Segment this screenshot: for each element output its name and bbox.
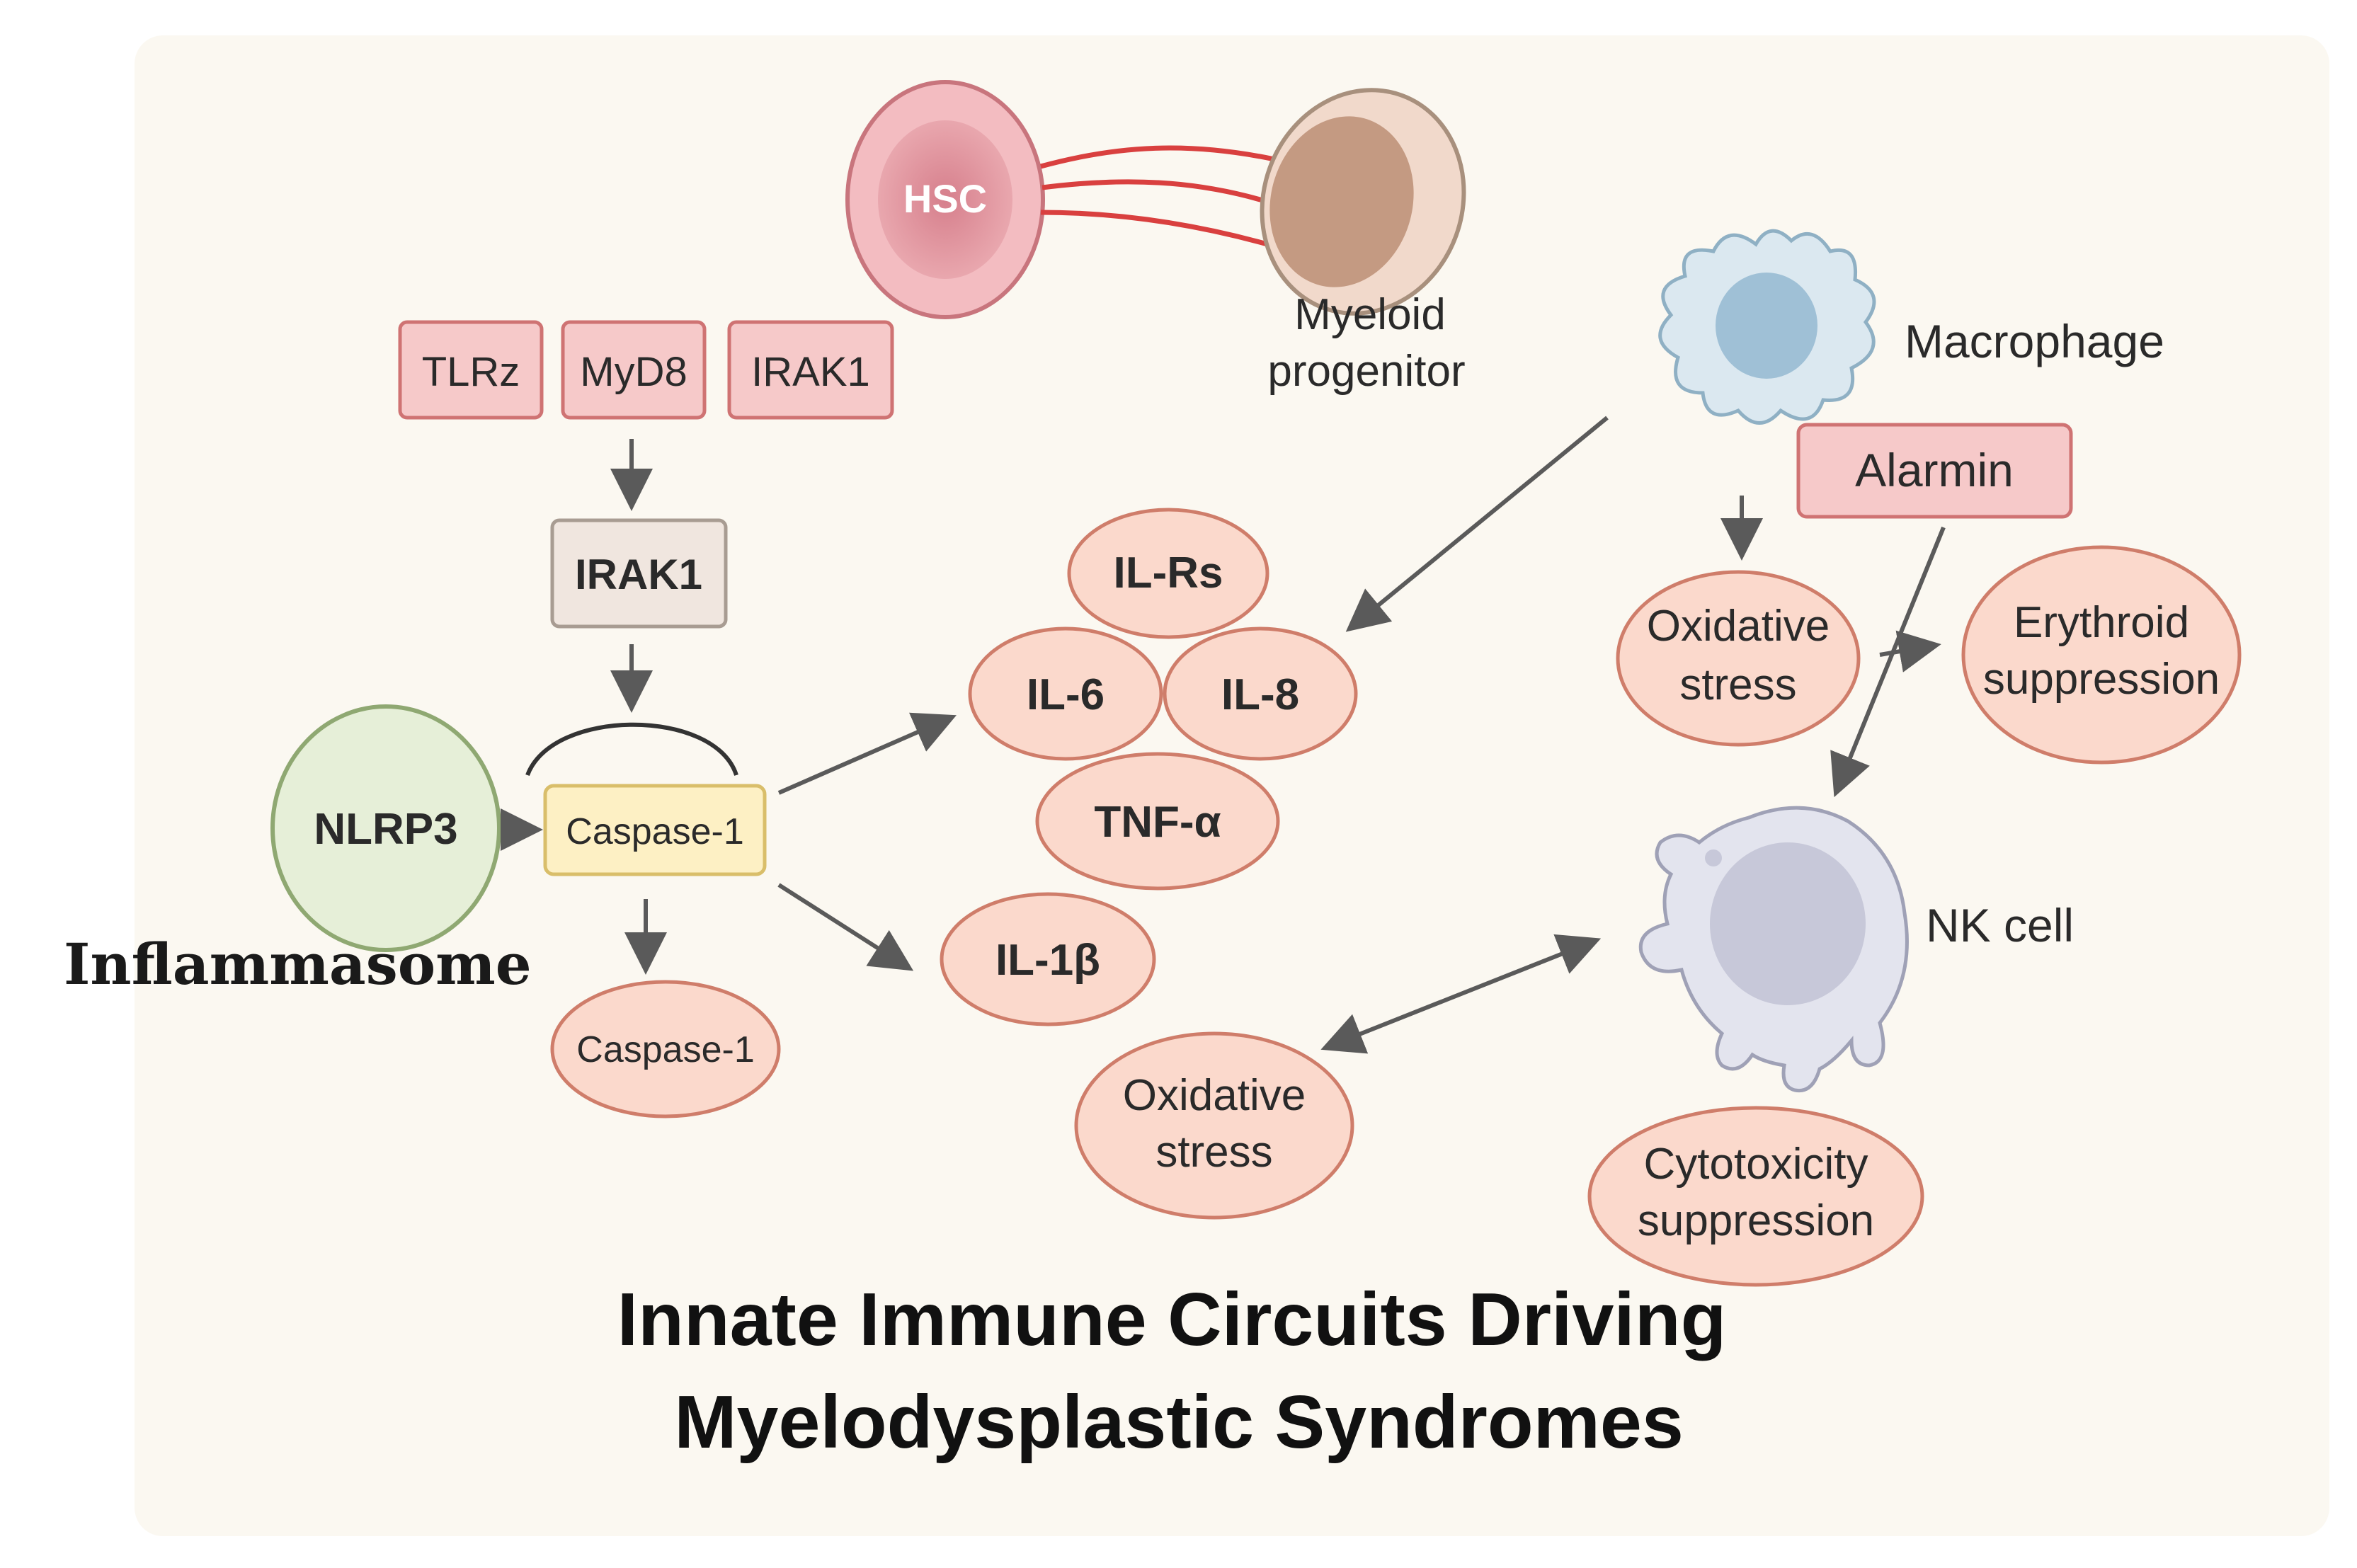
il-6-label: IL-6 xyxy=(1027,670,1105,719)
il-8-label: IL-8 xyxy=(1221,670,1299,719)
diagram-title-line1: Innate Immune Circuits Driving xyxy=(617,1278,1727,1361)
caspase-1-box: Caspase-1 xyxy=(543,784,767,876)
receptor-label-tlrz: TLRz xyxy=(422,349,520,395)
cytokine-il-8: IL-8 xyxy=(1163,626,1358,761)
myeloid-progenitor-cell: Myeloid progenitor xyxy=(1260,88,1466,396)
cytokine-il-1b: IL-1β xyxy=(940,892,1156,1026)
arrow-to-erythroid-suppression xyxy=(1879,630,1941,673)
receptor-box-myd8: MyD8 xyxy=(561,320,707,420)
irak1-box: IRAK1 xyxy=(550,518,728,629)
macrophage-label: Macrophage xyxy=(1905,315,2164,367)
receptor-box-irak1: IRAK1 xyxy=(727,320,894,420)
inflammasome-arc xyxy=(525,722,738,777)
cytokine-tnf-alpha: TNF-α xyxy=(1035,752,1280,891)
receptor-label-irak1: IRAK1 xyxy=(751,349,870,395)
arrow-caspase-to-il6 xyxy=(777,712,957,795)
alarmin-label: Alarmin xyxy=(1855,444,2014,496)
alarmin-box: Alarmin xyxy=(1796,423,2073,519)
myeloid-label-line2: progenitor xyxy=(1267,347,1465,396)
arrow-oxidative-nk-bidirectional xyxy=(1320,934,1602,1054)
nk-cell: NK cell xyxy=(1638,806,2074,1093)
oxidative-center-line1: Oxidative xyxy=(1123,1071,1306,1120)
hsc-myeloid-links xyxy=(1040,145,1275,247)
caspase-1-oval-label: Caspase-1 xyxy=(576,1029,754,1070)
arrow-macrophage-to-cytokines xyxy=(1345,416,1609,632)
arrow-caspase-to-il1b xyxy=(777,883,914,971)
arrow-alarmin-to-nk xyxy=(1830,526,1946,798)
irak1-label: IRAK1 xyxy=(575,551,702,598)
erythroid-suppression: Erythroid suppression xyxy=(1961,545,2242,765)
oxidative-center-line2: stress xyxy=(1155,1128,1272,1177)
diagram-title-line2: Myelodysplastic Syndromes xyxy=(674,1380,1684,1464)
erythroid-line2: suppression xyxy=(1983,655,2220,704)
cytotoxicity-line1: Cytotoxicity xyxy=(1644,1140,1868,1189)
macrophage-cell: Macrophage xyxy=(1658,229,2164,425)
caspase-1-oval: Caspase-1 xyxy=(550,980,781,1118)
oxidative-stress-right: Oxidative stress xyxy=(1616,570,1861,747)
receptor-box-tlrz: TLRz xyxy=(398,320,544,420)
il-rs-label: IL-Rs xyxy=(1114,549,1223,597)
inflammasome-label: Inflammasome xyxy=(64,931,532,997)
nk-cell-label: NK cell xyxy=(1926,899,2074,951)
tnf-alpha-label: TNF-α xyxy=(1094,798,1221,847)
cytokine-il-6: IL-6 xyxy=(968,626,1163,761)
cytotoxicity-line2: suppression xyxy=(1638,1196,1874,1245)
cytotoxicity-suppression: Cytotoxicity suppression xyxy=(1587,1106,1924,1287)
hsc-cell: HSC xyxy=(845,80,1045,319)
erythroid-line1: Erythroid xyxy=(2014,598,2189,647)
cytokine-il-rs: IL-Rs xyxy=(1067,508,1269,639)
receptor-label-myd8: MyD8 xyxy=(580,349,687,395)
myeloid-label-line1: Myeloid xyxy=(1294,290,1446,339)
oxidative-right-line1: Oxidative xyxy=(1647,602,1830,651)
hsc-label: HSC xyxy=(903,176,987,221)
nlrp3-label: NLRP3 xyxy=(314,805,457,854)
caspase-1-box-label: Caspase-1 xyxy=(566,811,743,852)
oxidative-stress-center: Oxidative stress xyxy=(1074,1031,1354,1220)
oxidative-right-line2: stress xyxy=(1679,660,1796,709)
il-1b-label: IL-1β xyxy=(995,936,1100,985)
nlrp3-circle: NLRP3 xyxy=(270,704,501,952)
